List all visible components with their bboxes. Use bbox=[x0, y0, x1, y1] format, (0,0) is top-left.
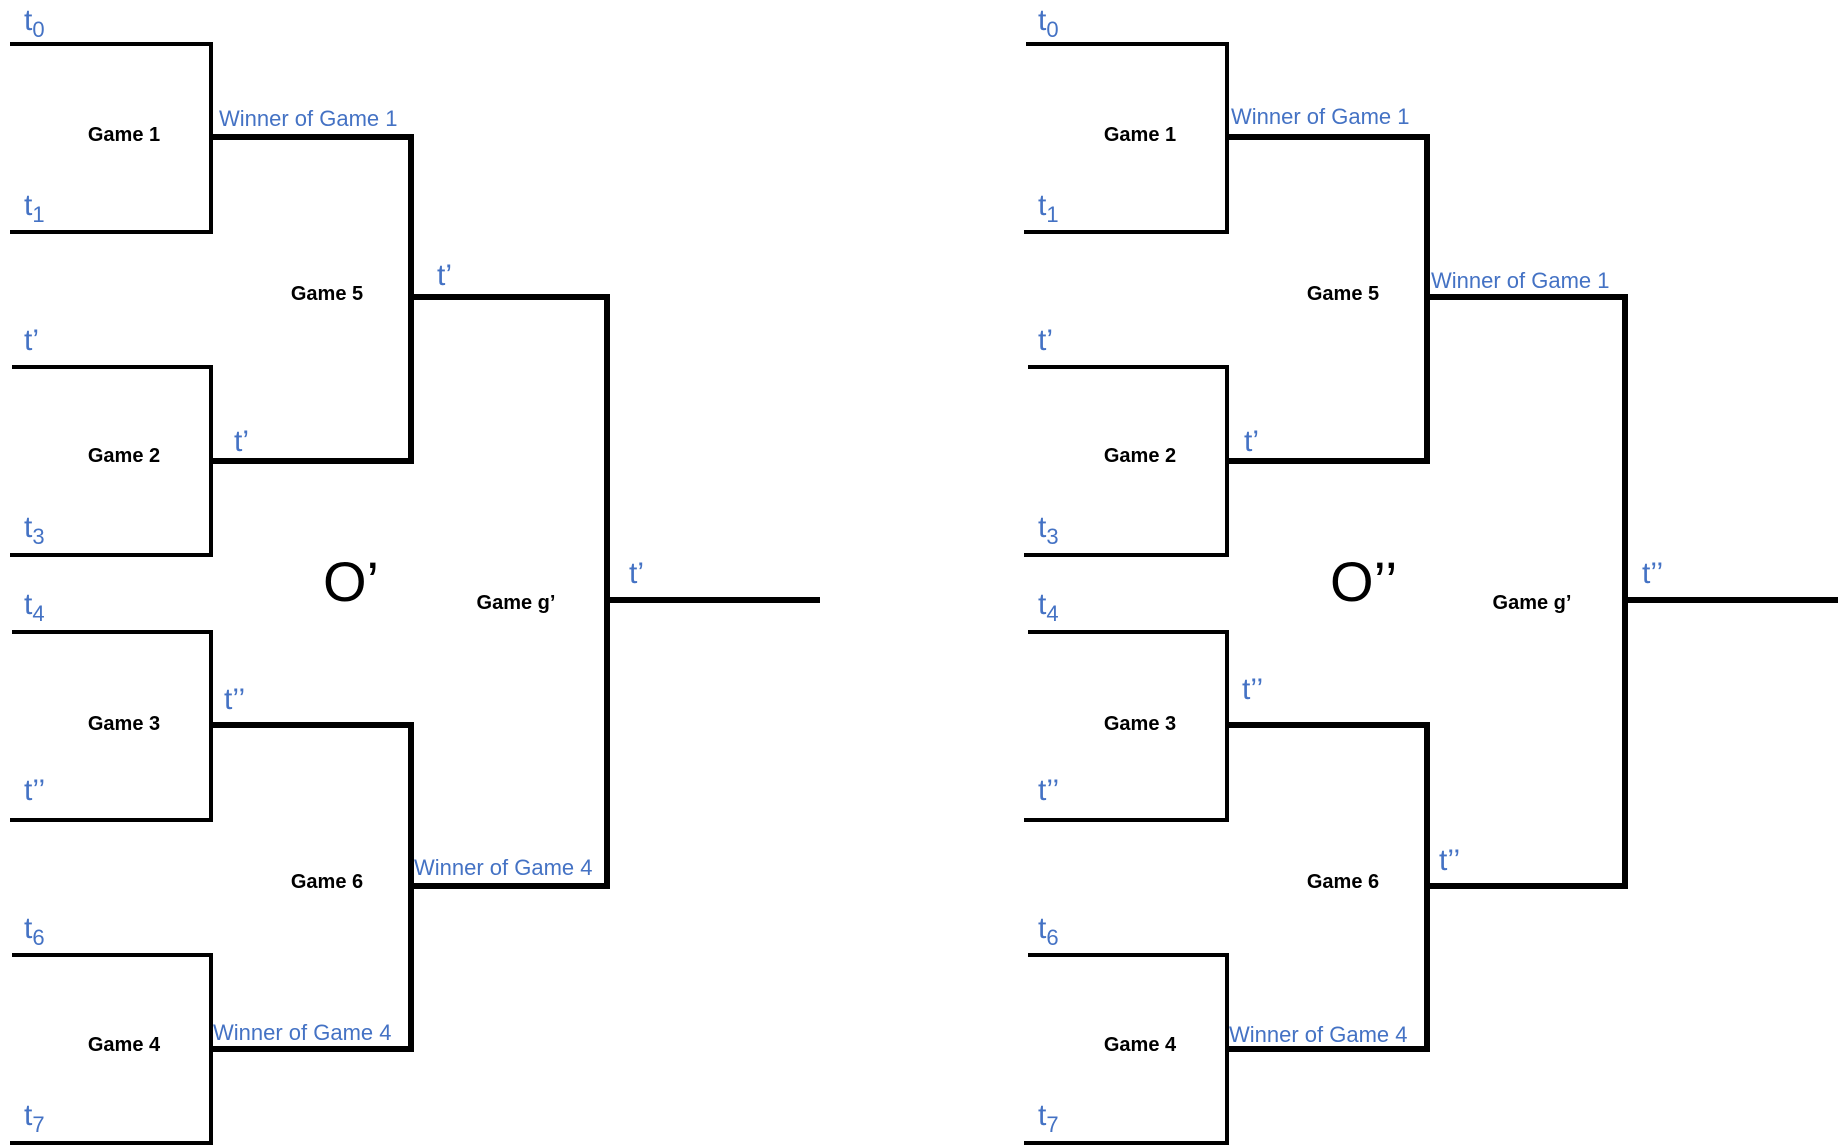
winner-label: t’’ bbox=[1242, 673, 1263, 706]
winner-label: Winner of Game 1 bbox=[219, 106, 398, 131]
game-label: Game 4 bbox=[88, 1034, 161, 1056]
seed-label: t7 bbox=[24, 1099, 45, 1137]
seed-label: t0 bbox=[24, 4, 45, 42]
game-label: Game 4 bbox=[1104, 1034, 1177, 1056]
game-label: Game 3 bbox=[1104, 713, 1176, 735]
seed-label: t’’ bbox=[1038, 774, 1059, 807]
game-g-bracket bbox=[1427, 294, 1628, 889]
winner-label: t’’ bbox=[224, 683, 245, 716]
game-label: Game 6 bbox=[1307, 871, 1379, 893]
winner-label: t’ bbox=[1244, 425, 1259, 458]
game-label: Game 3 bbox=[88, 713, 160, 735]
winner-label: Winner of Game 4 bbox=[1229, 1022, 1408, 1047]
game-label: Game 1 bbox=[1104, 124, 1176, 146]
seed-label: t0 bbox=[1038, 4, 1059, 42]
seed-label: t’ bbox=[24, 324, 39, 357]
game-label: Game 5 bbox=[291, 283, 363, 305]
bracket-right: t0 t1 t’ t3 t4 t’’ t6 t7 Game 1 Game 2 G… bbox=[1024, 4, 1838, 1145]
game-g-bracket bbox=[411, 294, 610, 889]
seed-label: t’ bbox=[1038, 324, 1053, 357]
winner-label: t’’ bbox=[1439, 844, 1460, 877]
winner-label: Winner of Game 4 bbox=[414, 855, 593, 880]
outcome-label: O’’ bbox=[1330, 550, 1397, 613]
seed-label: t4 bbox=[1038, 588, 1059, 626]
outcome-label: O’ bbox=[323, 550, 379, 613]
seed-label: t6 bbox=[24, 912, 45, 950]
champion-label: t’’ bbox=[1642, 557, 1663, 590]
game-label: Game g’ bbox=[1493, 592, 1572, 614]
game-label: Game 2 bbox=[88, 445, 160, 467]
game-label: Game 6 bbox=[291, 871, 363, 893]
winner-label: Winner of Game 4 bbox=[213, 1020, 392, 1045]
winner-label: Winner of Game 1 bbox=[1231, 104, 1410, 129]
seed-label: t3 bbox=[1038, 511, 1059, 549]
seed-label: t3 bbox=[24, 511, 45, 549]
winner-label: Winner of Game 1 bbox=[1431, 268, 1610, 293]
seed-label: t’’ bbox=[24, 774, 45, 807]
bracket-left: t0 t1 t’ t3 t4 t’’ t6 t7 Game 1 Game 2 G… bbox=[10, 4, 820, 1145]
seed-label: t1 bbox=[24, 189, 45, 227]
game-label: Game 1 bbox=[88, 124, 160, 146]
game-label: Game 5 bbox=[1307, 283, 1379, 305]
seed-label: t7 bbox=[1038, 1099, 1059, 1137]
seed-label: t6 bbox=[1038, 912, 1059, 950]
seed-label: t1 bbox=[1038, 189, 1059, 227]
seed-label: t4 bbox=[24, 588, 45, 626]
winner-label: t’ bbox=[437, 259, 452, 292]
champion-label: t’ bbox=[629, 557, 644, 590]
game-label: Game g’ bbox=[477, 592, 556, 614]
winner-label: t’ bbox=[234, 425, 249, 458]
game-label: Game 2 bbox=[1104, 445, 1176, 467]
